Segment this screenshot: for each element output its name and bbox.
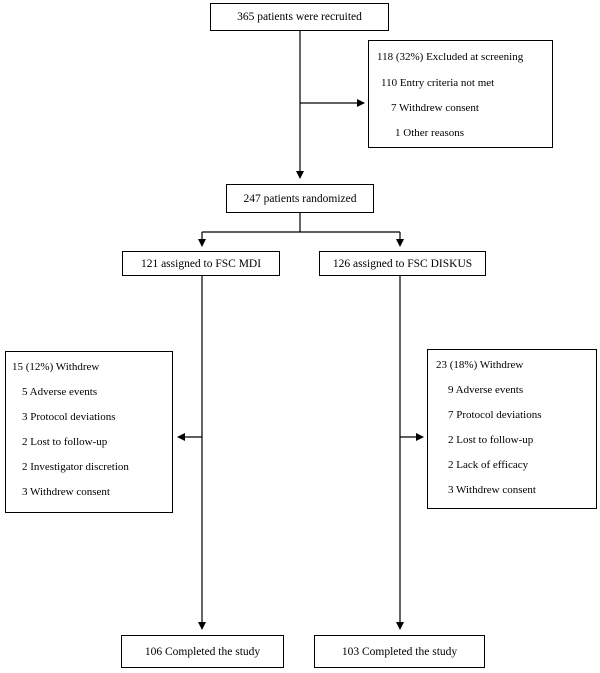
diskus-withdrew-box: 23 (18%) Withdrew 9 Adverse events 7 Pro… [427,349,597,509]
mdi-withdrew-reason: 2 Investigator discretion [22,461,129,473]
diskus-withdrew-reason: 9 Adverse events [448,384,524,396]
recruited-label: 365 patients were recruited [237,11,362,23]
diskus-withdrew-title: 23 (18%) Withdrew [436,359,524,371]
excluded-reason: 7 Withdrew consent [391,102,479,114]
randomized-box: 247 patients randomized [226,184,374,213]
mdi-withdrew-reason: 2 Lost to follow-up [22,436,108,448]
excluded-box: 118 (32%) Excluded at screening 110 Entr… [368,40,553,148]
mdi-completed-label: 106 Completed the study [144,645,261,658]
mdi-withdrew-reason: 3 Withdrew consent [22,486,110,498]
diskus-assigned-label: 126 assigned to FSC DISKUS [332,257,473,270]
mdi-withdrew-reason: 3 Protocol deviations [22,411,116,423]
recruited-box: 365 patients were recruited [210,3,389,31]
excluded-title: 118 (32%) Excluded at screening [377,51,524,63]
diskus-completed-label: 103 Completed the study [341,645,458,658]
excluded-reason: 110 Entry criteria not met [381,77,495,89]
mdi-assigned-label: 121 assigned to FSC MDI [140,257,262,270]
mdi-withdrew-reason: 5 Adverse events [22,386,98,398]
diskus-withdrew-reason: 2 Lost to follow-up [448,434,534,446]
diskus-withdrew-reason: 7 Protocol deviations [448,409,542,421]
diskus-assigned-box: 126 assigned to FSC DISKUS [319,251,486,276]
diskus-withdrew-reason: 2 Lack of efficacy [448,459,529,471]
diskus-withdrew-reason: 3 Withdrew consent [448,484,536,496]
randomized-label: 247 patients randomized [243,192,357,205]
diskus-completed-box: 103 Completed the study [314,635,485,668]
mdi-withdrew-box: 15 (12%) Withdrew 5 Adverse events 3 Pro… [5,351,173,513]
mdi-assigned-box: 121 assigned to FSC MDI [122,251,280,276]
excluded-reason: 1 Other reasons [395,127,465,139]
mdi-withdrew-title: 15 (12%) Withdrew [12,361,100,373]
mdi-completed-box: 106 Completed the study [121,635,284,668]
